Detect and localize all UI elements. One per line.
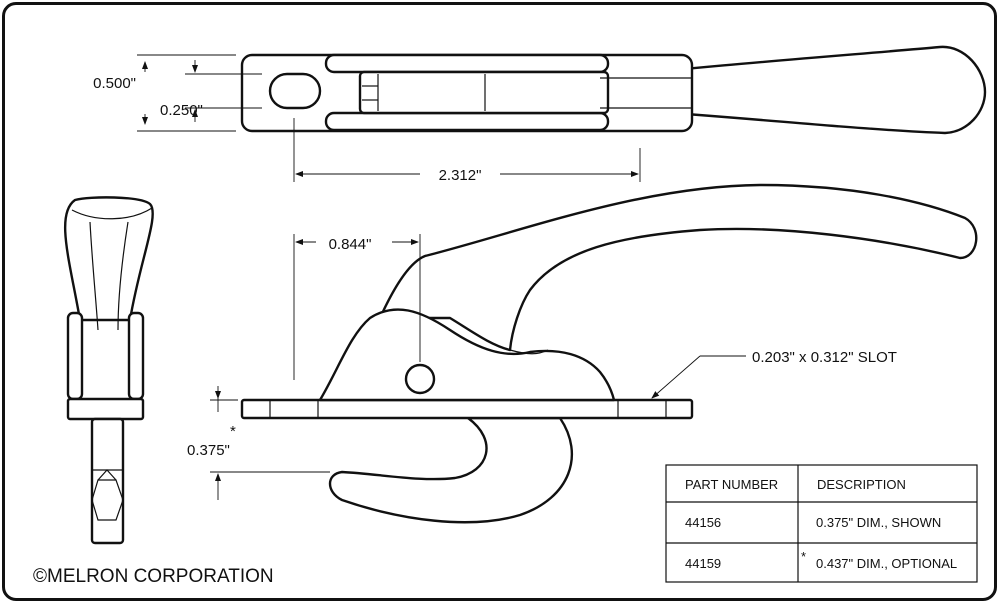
side-view-pivot [404, 363, 436, 395]
dimension-width-slot: 0.250" [160, 60, 262, 122]
dim-drop-label: 0.375" [187, 442, 230, 459]
end-view [63, 196, 154, 545]
top-view [240, 45, 987, 135]
side-view-base-plate [240, 398, 694, 420]
slot-callout-label: 0.203" x 0.312" SLOT [752, 349, 897, 366]
end-view-right-leg [127, 311, 145, 401]
table-row-description: 0.437" DIM., OPTIONAL [816, 556, 957, 571]
dimension-length: 2.312" [293, 118, 641, 184]
end-view-handle-cap [63, 196, 154, 322]
top-view-upper-rail [324, 53, 610, 74]
dim-width-overall-label: 0.500" [93, 75, 136, 92]
dim-drop-marker: * [230, 423, 236, 440]
dimension-drop: * 0.375" [187, 386, 330, 500]
side-view-hook [328, 416, 574, 524]
table-header-description: DESCRIPTION [817, 477, 906, 492]
side-view-cam-body [318, 308, 616, 402]
side-view-lever [378, 183, 978, 352]
table-row-part: 44156 [685, 515, 721, 530]
table-row-description: 0.375" DIM., SHOWN [816, 515, 941, 530]
top-view-center-body [358, 70, 610, 115]
parts-table: PART NUMBER DESCRIPTION 44156 0.375" DIM… [665, 464, 978, 583]
dimension-width-overall: 0.500" [93, 54, 236, 132]
top-view-slot [268, 72, 322, 110]
end-view-left-leg [66, 311, 84, 401]
copyright-text: ©MELRON CORPORATION [33, 566, 274, 587]
end-view-base [66, 397, 145, 421]
dim-length-label: 2.312" [439, 167, 482, 184]
table-header-part-number: PART NUMBER [685, 477, 778, 492]
dimension-pivot-offset: 0.844" [293, 234, 421, 380]
table-row-marker: * [801, 549, 806, 564]
table-row-part: 44159 [685, 556, 721, 571]
end-view-shaft [90, 417, 125, 545]
side-view [240, 183, 978, 524]
top-view-handle [598, 45, 987, 135]
dim-pivot-offset-label: 0.844" [329, 236, 372, 253]
dim-width-slot-label: 0.250" [160, 102, 203, 119]
slot-callout: 0.203" x 0.312" SLOT [651, 349, 897, 399]
top-view-lower-rail [324, 111, 610, 132]
